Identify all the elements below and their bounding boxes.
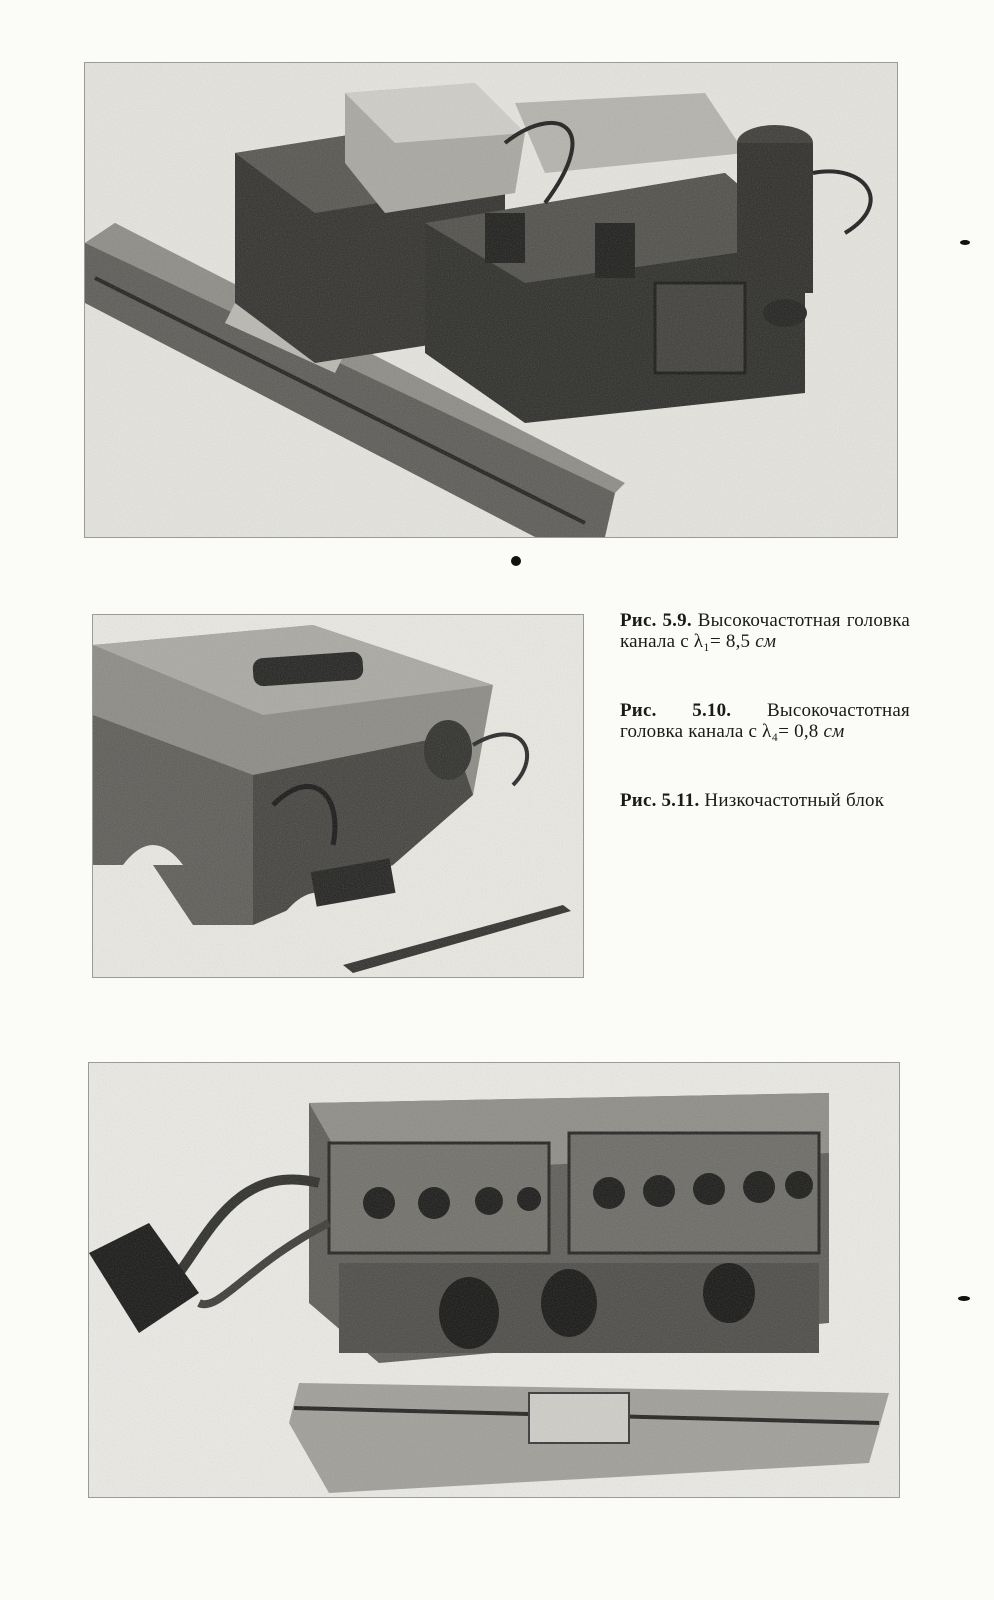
figure-5-9-photo [84,62,898,538]
caption-fig-5-11: Рис. 5.11. Низкочастотный блок [620,790,910,811]
caption-text: Низкочастотный блок [704,790,885,811]
caption-unit: см [823,721,845,742]
caption-fig-5-9: Рис. 5.9. Высокочастотная головка канала… [620,610,910,652]
figure-5-11-photo [88,1062,900,1498]
low-frequency-unit-photo-icon [89,1063,899,1497]
microwave-head-photo-icon [93,615,583,977]
caption-fig-5-10: Рис. 5.10. Высокочастотная головка канал… [620,700,910,742]
print-speck [511,556,521,566]
caption-label: Рис. 5.9. [620,610,692,631]
caption-text: Высокочастотная головка канала с λ₄= 0,8 [620,700,910,742]
caption-unit: см [755,631,777,652]
print-speck [958,1296,970,1301]
caption-label: Рис. 5.10. [620,700,732,721]
caption-label: Рис. 5.11. [620,790,700,811]
print-speck [960,240,970,245]
figure-captions: Рис. 5.9. Высокочастотная головка канала… [620,610,910,811]
microwave-head-photo-icon [85,63,897,537]
caption-text: Высокочастотная головка канала с λ₁= 8,5 [620,610,910,652]
figure-5-10-photo [92,614,584,978]
